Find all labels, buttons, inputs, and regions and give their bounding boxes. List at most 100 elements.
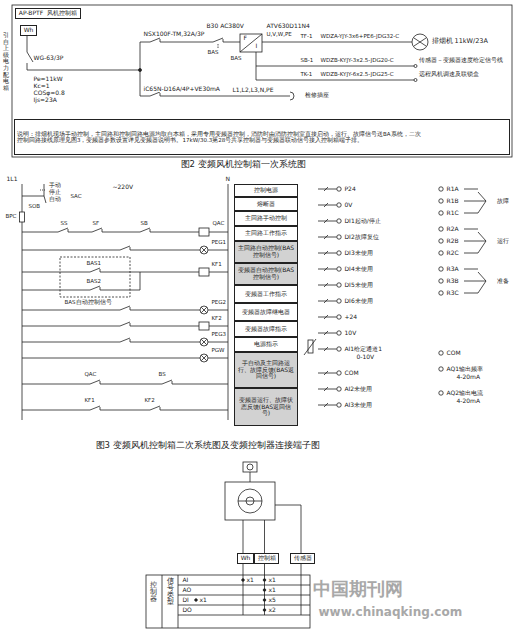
diagram-label: 手动 bbox=[48, 183, 61, 189]
function-cell: 主回路自动控制(BAS控制信号) bbox=[234, 241, 298, 263]
diagram-label: KF1 bbox=[84, 398, 95, 404]
terminal-symbol bbox=[478, 232, 486, 241]
device-symbol bbox=[22, 232, 228, 233]
terminal-label: 0V bbox=[344, 202, 353, 208]
function-cell: 手自动及主回路运行、故障反馈(BAS返回信号) bbox=[234, 352, 298, 388]
terminal-symbol bbox=[464, 189, 478, 190]
diagram-label: x1 bbox=[268, 577, 276, 583]
terminal-symbol bbox=[439, 291, 443, 295]
diagram-label: 信号类型 bbox=[166, 578, 174, 607]
node-text: 手自动及主回路运行、故障反馈(BAS返回信号) bbox=[237, 360, 295, 380]
terminal-label: R1C bbox=[446, 210, 459, 216]
fan-symbol bbox=[264, 520, 265, 553]
terminal-symbol bbox=[337, 219, 341, 223]
device-symbol bbox=[172, 381, 173, 384]
diagram-label: SAC bbox=[70, 194, 82, 200]
diagram-label: AO bbox=[182, 587, 192, 593]
diagram-label: KF2 bbox=[144, 398, 155, 404]
terminal-symbol bbox=[464, 241, 486, 242]
control-bus bbox=[40, 190, 46, 191]
diagram-label: 停止 bbox=[48, 190, 61, 196]
diagram-label: SB bbox=[140, 221, 148, 227]
device-symbol bbox=[199, 322, 209, 330]
device-box: Wh bbox=[20, 25, 37, 36]
power-wire bbox=[27, 70, 140, 71]
signal-wire bbox=[256, 80, 414, 81]
diagram-label: NSX100F-TM,32A/3P bbox=[143, 31, 205, 37]
terminal-symbol bbox=[464, 281, 486, 282]
device-symbol bbox=[201, 307, 207, 313]
device-symbol bbox=[199, 268, 209, 276]
fan-symbol bbox=[301, 505, 302, 553]
terminal-label: COM bbox=[344, 370, 359, 376]
device-box: 控制箱 bbox=[254, 553, 279, 564]
diagram-label: PGW bbox=[211, 348, 225, 354]
control-bus bbox=[44, 196, 46, 203]
diagram-label: L1,L2,L3,N,PE bbox=[232, 87, 274, 93]
fan-symbol bbox=[225, 482, 275, 520]
power-wire bbox=[27, 34, 28, 52]
device-symbol bbox=[120, 306, 130, 310]
device-symbol bbox=[22, 38, 228, 411]
node-text: 主回路自动控制(BAS控制信号) bbox=[237, 245, 295, 258]
device-symbol bbox=[213, 38, 223, 42]
power-wire bbox=[240, 34, 262, 52]
terminal-label: +24 bbox=[344, 314, 358, 320]
terminal-symbol bbox=[318, 187, 486, 407]
function-cell: 变频器运行、故障状态反馈(BAS返回信号) bbox=[234, 388, 298, 426]
figure-caption: 图2 变频风机控制箱一次系统图 bbox=[180, 160, 306, 169]
diagram-label: 4-20mA bbox=[456, 374, 481, 380]
terminal-symbol bbox=[337, 347, 341, 351]
terminal-symbol bbox=[337, 299, 341, 303]
device-symbol bbox=[120, 246, 130, 250]
device-symbol bbox=[90, 406, 100, 410]
control-bus bbox=[20, 212, 25, 222]
terminal-symbol bbox=[318, 221, 337, 222]
diagram-label: Pe=11kW bbox=[33, 76, 63, 82]
device-symbol bbox=[200, 246, 208, 254]
potentiometer-symbol bbox=[304, 339, 316, 355]
node-text: 风机控制箱 bbox=[47, 10, 77, 17]
terminal-symbol bbox=[324, 315, 328, 319]
terminal-symbol bbox=[464, 269, 478, 270]
device-symbol bbox=[150, 229, 151, 232]
node-text: AP-BPTF bbox=[19, 10, 43, 17]
diagram-label: I bbox=[255, 43, 258, 49]
terminal-symbol bbox=[337, 371, 341, 375]
diagram-label: WDZB-KYJY-3x2.5-JDG20-C bbox=[320, 58, 394, 64]
diagram-label: F bbox=[243, 35, 247, 41]
diagram-label: 1L1 bbox=[6, 176, 18, 182]
power-wire bbox=[27, 34, 428, 100]
device-symbol bbox=[90, 286, 100, 290]
power-wire bbox=[414, 38, 426, 46]
signal-wire bbox=[256, 66, 414, 67]
signal-table bbox=[178, 585, 310, 586]
control-bus bbox=[228, 184, 229, 420]
terminal-symbol bbox=[439, 199, 443, 203]
diagram-label: PEG1 bbox=[211, 240, 227, 246]
terminal-symbol bbox=[478, 272, 486, 281]
terminal-symbol bbox=[478, 281, 486, 293]
note-box: 说明：排烟机现场手动控制，主回路和控制回路电源均取自本箱，采用专用变频器控制，消… bbox=[14, 119, 510, 155]
terminal-symbol bbox=[324, 235, 328, 239]
function-cell: 变频器自动控制(BAS控制信号) bbox=[234, 263, 298, 285]
terminal-symbol bbox=[478, 201, 486, 213]
device-symbol bbox=[22, 250, 228, 251]
terminal-symbol bbox=[439, 239, 443, 243]
fan-symbol bbox=[275, 505, 301, 506]
diagram-label: iC65N-D16A/4P+VE30mA bbox=[143, 86, 220, 92]
diagram-label: DI bbox=[182, 597, 189, 603]
diagram-label: DO bbox=[182, 607, 192, 613]
device-symbol bbox=[201, 247, 207, 253]
node-text: 变频器运行、故障状态反馈(BAS返回信号) bbox=[237, 397, 295, 417]
terminal-symbol bbox=[324, 331, 328, 335]
fan-symbol bbox=[250, 472, 251, 482]
control-bus bbox=[140, 272, 141, 290]
terminal-symbol bbox=[337, 331, 341, 335]
device-symbol bbox=[22, 410, 228, 411]
terminal-label: AQ1输出频率 bbox=[446, 366, 484, 372]
power-wire bbox=[262, 42, 412, 43]
power-wire bbox=[139, 69, 142, 72]
signal-table bbox=[242, 579, 245, 582]
terminal-label: DI6未使用 bbox=[344, 298, 373, 304]
